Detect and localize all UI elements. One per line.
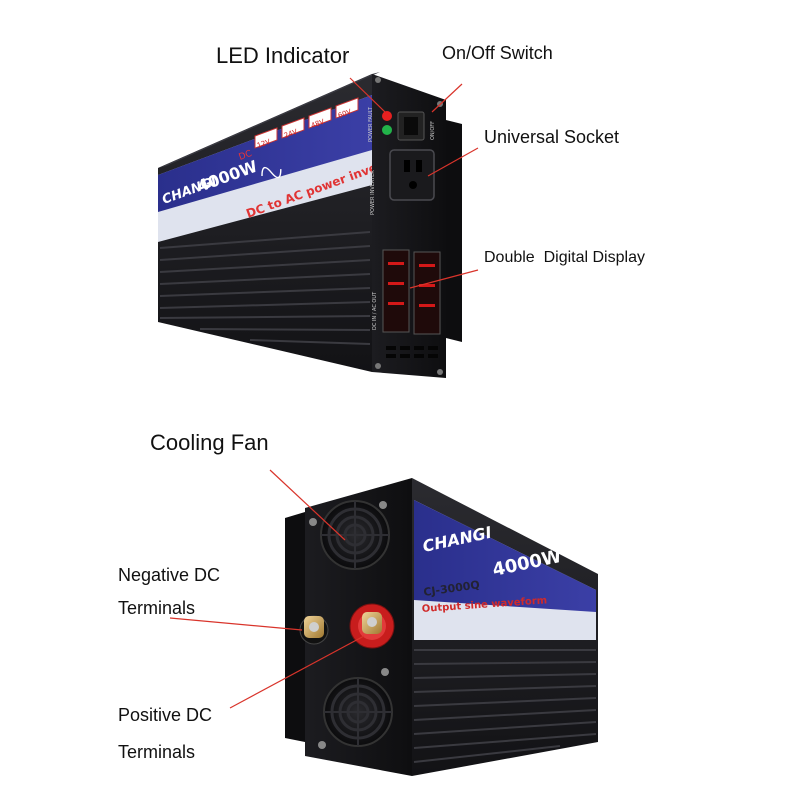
callout-negative-dc-line2: Terminals <box>118 598 196 618</box>
sine-wave-icon <box>261 166 282 179</box>
rear-callout-lines <box>169 469 365 709</box>
cooling-fan-bottom <box>323 677 393 747</box>
callout-on-off-switch: On/Off Switch <box>442 43 553 63</box>
rear-bracket <box>285 512 305 742</box>
negative-terminal <box>299 615 329 645</box>
back-inverter: CHANGI 4000W CJ-3000Q Output sine wavefo… <box>285 478 598 776</box>
fault-led-icon <box>382 111 392 121</box>
voltage-boxes <box>254 97 359 149</box>
callout-led-indicator: LED Indicator <box>216 43 350 68</box>
heat-sink-fins <box>159 231 371 345</box>
front-inverter: DC 12V 24V 48V 60V CHANGI 4000W DC to AC… <box>158 72 462 378</box>
callout-cooling-fan: Cooling Fan <box>150 430 269 455</box>
universal-socket <box>389 149 435 201</box>
display-text: DC IN / AC OUT <box>372 291 378 330</box>
cooling-fan-top <box>320 500 390 570</box>
led-text: POWER FAULT <box>368 106 374 142</box>
mounting-bracket <box>446 120 462 342</box>
callout-universal-socket: Universal Socket <box>484 127 620 147</box>
power-led-icon <box>382 125 392 135</box>
callout-positive-dc-line2: Terminals <box>118 742 196 762</box>
front-callout-lines <box>349 77 479 289</box>
digital-display-right <box>413 251 441 335</box>
callout-negative-dc-line1: Negative DC <box>118 565 221 585</box>
positive-terminal <box>349 603 395 649</box>
rear-heat-sink-fins <box>413 649 597 763</box>
callout-positive-dc-line1: Positive DC <box>118 705 213 725</box>
dc-label: DC <box>238 149 254 163</box>
switch-text: ON/OFF <box>430 121 436 140</box>
panel-text: POWER INVERTER <box>370 170 376 215</box>
callout-double-digital-display: Double Digital Display <box>484 249 645 266</box>
